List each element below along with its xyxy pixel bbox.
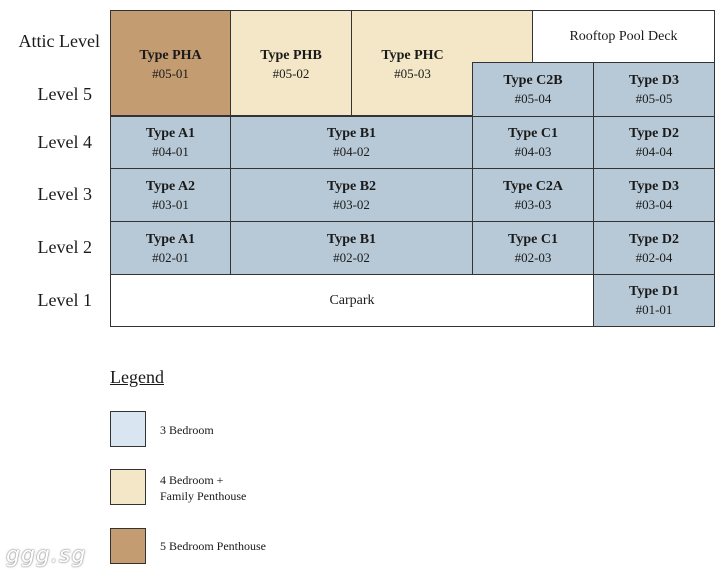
legend-label-5-bedroom: 5 Bedroom Penthouse (160, 539, 266, 553)
unit-type: Type D3 (629, 178, 679, 194)
level-label-4: Level 4 (37, 132, 92, 152)
unit-type: Type C1 (508, 126, 558, 141)
unit-c2a-l3[interactable]: Type C2A #03-03 (472, 168, 594, 222)
rooftop-pool-deck: Rooftop Pool Deck (532, 10, 715, 63)
unit-number: #04-03 (514, 144, 552, 159)
legend-label-4-bedroom: 4 Bedroom + Family Penthouse (160, 473, 247, 503)
unit-type: Type C1 (508, 231, 558, 247)
level-label-3: Level 3 (37, 184, 92, 204)
unit-number: #04-04 (635, 144, 673, 159)
unit-type: Type A1 (145, 231, 196, 247)
unit-type: Type B1 (326, 231, 377, 247)
legend-label-3-bedroom: 3 Bedroom (160, 423, 214, 437)
unit-type: Type C2A (502, 178, 564, 194)
unit-d2-l2[interactable]: Type D2 #02-04 (593, 221, 715, 275)
unit-a1-l4[interactable]: Type A1 #04-01 (110, 116, 231, 169)
unit-number: #02-03 (514, 249, 552, 265)
unit-d3-l3[interactable]: Type D3 #03-04 (593, 168, 715, 222)
legend-swatch-3-bedroom (110, 411, 146, 447)
unit-number: #05-05 (635, 91, 673, 106)
unit-number: #02-01 (152, 249, 189, 265)
unit-number: #05-03 (394, 66, 431, 81)
watermark: ggg.sg (6, 543, 87, 568)
unit-a1-l2[interactable]: Type A1 #02-01 (110, 221, 231, 275)
unit-number: #03-04 (635, 196, 673, 212)
unit-type: Type PHC (381, 48, 444, 63)
unit-b2-l3[interactable]: Type B2 #03-02 (230, 168, 473, 222)
unit-type: Type B2 (326, 178, 377, 194)
unit-c2b[interactable]: Type C2B #05-04 (472, 62, 594, 117)
carpark-area: Carpark (110, 274, 594, 327)
legend-title: Legend (110, 367, 164, 387)
unit-number: #03-01 (152, 196, 189, 212)
unit-phb[interactable]: Type PHB #05-02 (230, 10, 352, 116)
unit-type: Type C2B (503, 73, 563, 88)
unit-number: #01-01 (635, 302, 673, 317)
unit-type: Type D1 (629, 284, 679, 299)
unit-type: Type A1 (145, 126, 196, 141)
unit-number: #02-02 (333, 249, 370, 265)
unit-d3-l5[interactable]: Type D3 #05-05 (593, 62, 715, 117)
unit-pha[interactable]: Type PHA #05-01 (110, 10, 231, 116)
unit-type: Type A2 (145, 178, 196, 194)
level-label-2: Level 2 (37, 237, 92, 257)
level-label-attic: Attic Level (18, 31, 100, 51)
unit-type: Type PHA (139, 48, 202, 63)
unit-type: Type D2 (629, 126, 679, 141)
unit-b1-l4[interactable]: Type B1 #04-02 (230, 116, 473, 169)
unit-c1-l2[interactable]: Type C1 #02-03 (472, 221, 594, 275)
unit-type: Type PHB (260, 48, 322, 63)
unit-number: #05-01 (152, 66, 189, 81)
legend-swatch-4-bedroom (110, 469, 146, 505)
unit-b1-l2[interactable]: Type B1 #02-02 (230, 221, 473, 275)
rooftop-label: Rooftop Pool Deck (569, 28, 678, 44)
unit-number: #05-02 (272, 66, 310, 81)
unit-number: #03-02 (333, 196, 370, 212)
unit-type: Type D3 (629, 73, 679, 88)
unit-number: #03-03 (514, 196, 552, 212)
carpark-label: Carpark (329, 292, 375, 308)
unit-type: Type D2 (629, 231, 679, 247)
level-label-1: Level 1 (37, 290, 92, 310)
unit-type: Type B1 (326, 126, 377, 141)
level-label-5: Level 5 (37, 84, 92, 104)
unit-number: #02-04 (635, 249, 673, 265)
unit-number: #04-01 (152, 144, 189, 159)
unit-d2-l4[interactable]: Type D2 #04-04 (593, 116, 715, 169)
unit-c1-l4[interactable]: Type C1 #04-03 (472, 116, 594, 169)
unit-a2-l3[interactable]: Type A2 #03-01 (110, 168, 231, 222)
legend-swatch-5-bedroom (110, 528, 146, 564)
unit-number: #05-04 (514, 91, 552, 106)
unit-number: #04-02 (333, 144, 370, 159)
unit-d1-l1[interactable]: Type D1 #01-01 (593, 274, 715, 327)
